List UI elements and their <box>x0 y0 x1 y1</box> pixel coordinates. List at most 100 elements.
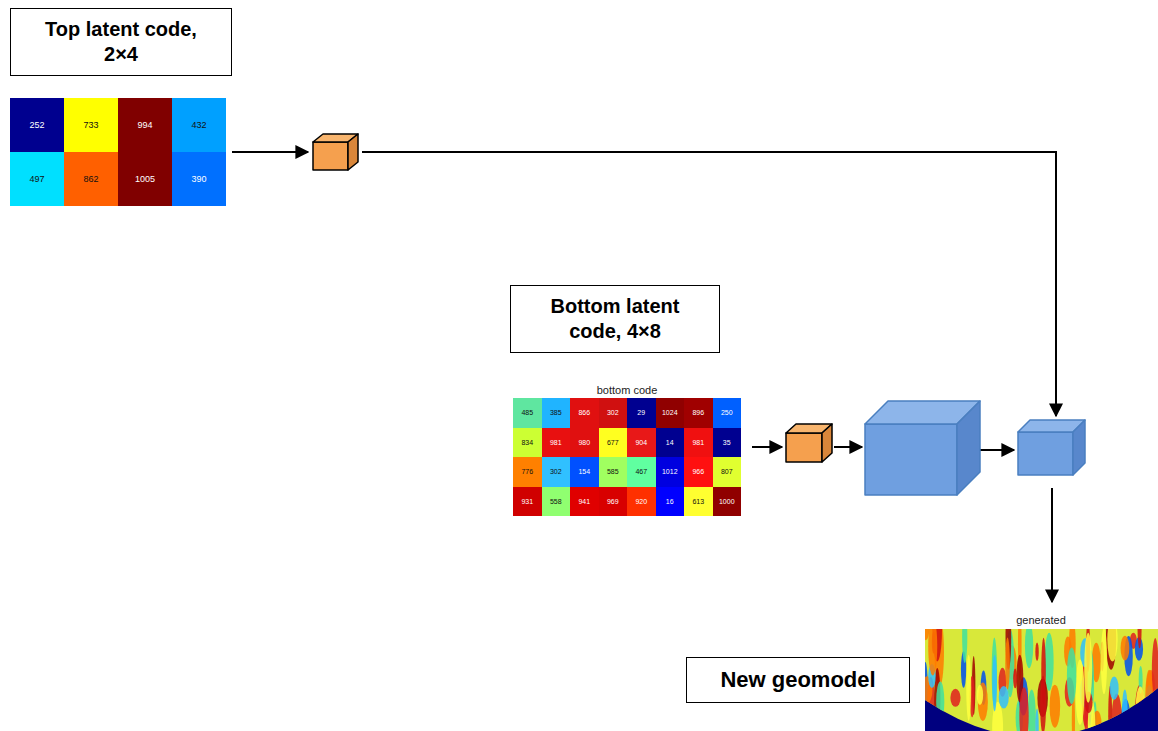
cell-number: 677 <box>607 439 619 446</box>
code-cell: 14 <box>656 428 685 458</box>
cell-number: 941 <box>578 498 590 505</box>
cell-number: 390 <box>191 174 206 184</box>
texture-streak <box>1144 714 1147 731</box>
cell-number: 776 <box>521 468 533 475</box>
texture-streak <box>1045 633 1054 691</box>
texture-streak <box>1136 687 1145 727</box>
code-cell: 834 <box>513 428 542 458</box>
grid-caption: bottom code <box>597 384 658 396</box>
code-cell: 1000 <box>713 487 742 517</box>
cell-number: 807 <box>721 468 733 475</box>
decoder-cube <box>1018 420 1085 475</box>
cell-number: 154 <box>578 468 590 475</box>
code-cell: 966 <box>684 457 713 487</box>
texture-streak <box>1138 610 1142 648</box>
texture-streak <box>1050 685 1061 728</box>
code-cell: 252 <box>10 98 64 152</box>
encoder-cube <box>313 134 358 170</box>
cell-number: 29 <box>637 409 645 416</box>
texture-streak <box>1025 623 1033 668</box>
texture-streak <box>1122 689 1128 731</box>
cell-number: 432 <box>191 120 206 130</box>
code-cell: 29 <box>627 398 656 428</box>
cell-number: 920 <box>635 498 647 505</box>
code-cell: 931 <box>513 487 542 517</box>
code-cell: 920 <box>627 487 656 517</box>
code-cell: 896 <box>684 398 713 428</box>
encoder-cube <box>786 424 832 462</box>
texture-streak <box>936 682 944 722</box>
box-title: Bottom latent code, 4×8 <box>527 294 703 344</box>
cell-number: 35 <box>723 439 731 446</box>
texture-streak <box>925 702 930 731</box>
texture-streak <box>966 655 971 721</box>
cell-number: 613 <box>692 498 704 505</box>
cell-number: 980 <box>578 439 590 446</box>
texture-streak <box>1019 687 1028 731</box>
cell-number: 966 <box>692 468 704 475</box>
code-cell: 981 <box>684 428 713 458</box>
texture-streak <box>1110 677 1119 700</box>
cell-number: 733 <box>83 120 98 130</box>
code-cell: 432 <box>172 98 226 152</box>
code-cell: 302 <box>599 398 628 428</box>
image-caption: generated <box>1016 614 1066 626</box>
code-cell: 585 <box>599 457 628 487</box>
cell-number: 467 <box>635 468 647 475</box>
decoder-cube <box>865 401 980 495</box>
code-cell: 250 <box>713 398 742 428</box>
texture-streak <box>950 689 960 707</box>
box-title: Top latent code, 2×4 <box>29 17 213 67</box>
code-cell: 733 <box>64 98 118 152</box>
code-cell: 35 <box>713 428 742 458</box>
texture-streak <box>1035 709 1039 731</box>
texture-streak <box>1135 685 1145 731</box>
cell-number: 14 <box>666 439 674 446</box>
code-cell: 980 <box>570 428 599 458</box>
code-cell: 981 <box>542 428 571 458</box>
code-cell: 807 <box>713 457 742 487</box>
cell-number: 834 <box>521 439 533 446</box>
cell-number: 16 <box>666 498 674 505</box>
texture-streak <box>923 619 929 640</box>
code-cell: 677 <box>599 428 628 458</box>
code-cell: 558 <box>542 487 571 517</box>
texture-streak <box>1139 700 1150 731</box>
code-cell: 1012 <box>656 457 685 487</box>
texture-streak <box>1101 627 1107 694</box>
cell-number: 302 <box>607 409 619 416</box>
title-box: New geomodel <box>686 657 910 703</box>
cell-number: 862 <box>83 174 98 184</box>
cell-number: 931 <box>521 498 533 505</box>
texture-streak <box>1152 638 1158 708</box>
cell-number: 302 <box>550 468 562 475</box>
cell-number: 994 <box>137 120 152 130</box>
code-cell: 904 <box>627 428 656 458</box>
cell-number: 485 <box>521 409 533 416</box>
cell-number: 497 <box>29 174 44 184</box>
code-cell: 941 <box>570 487 599 517</box>
texture-streak <box>922 707 927 731</box>
code-cell: 485 <box>513 398 542 428</box>
texture-streak <box>1076 660 1085 726</box>
cell-number: 385 <box>550 409 562 416</box>
texture-streak <box>1013 669 1017 689</box>
box-title: New geomodel <box>720 666 875 694</box>
code-cell: 497 <box>10 152 64 206</box>
texture-streak <box>992 655 997 711</box>
cell-number: 585 <box>607 468 619 475</box>
code-cell: 16 <box>656 487 685 517</box>
texture-streak <box>1005 638 1010 690</box>
cell-number: 981 <box>692 439 704 446</box>
texture-streak <box>977 685 983 705</box>
title-box: Bottom latent code, 4×8 <box>510 285 720 353</box>
texture-streak <box>928 617 937 675</box>
cell-number: 1005 <box>135 174 155 184</box>
code-cell: 154 <box>570 457 599 487</box>
code-cell: 302 <box>542 457 571 487</box>
code-cell: 1005 <box>118 152 172 206</box>
code-cell: 866 <box>570 398 599 428</box>
code-cell: 969 <box>599 487 628 517</box>
cell-number: 896 <box>692 409 704 416</box>
texture-streak <box>999 686 1009 708</box>
